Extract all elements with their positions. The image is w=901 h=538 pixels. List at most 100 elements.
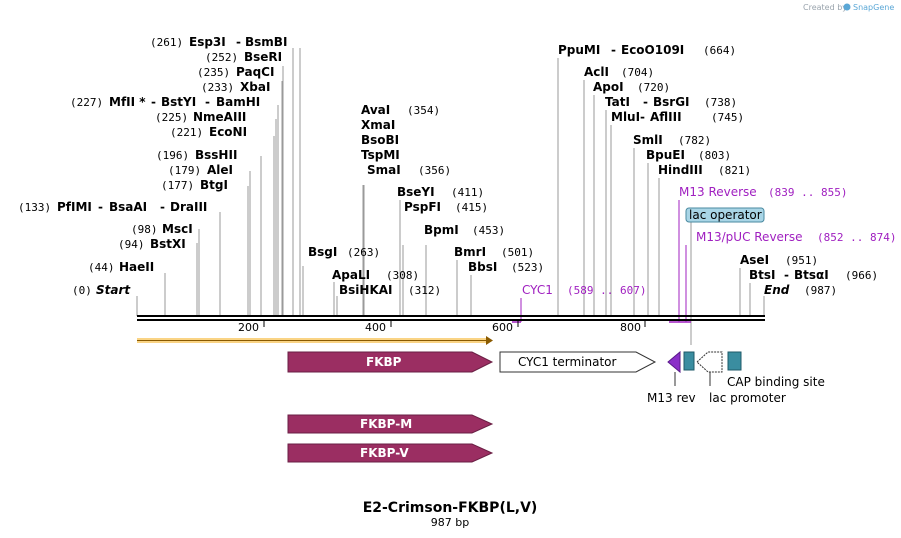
enzyme-pos: (523)	[511, 261, 544, 274]
enzyme-pos: (803)	[698, 149, 731, 162]
enzyme-label: EcoO109I	[621, 43, 684, 57]
enzyme-label: PfIMI	[57, 200, 92, 214]
feature-label: FKBP-V	[360, 446, 409, 460]
tick-label: 400	[365, 321, 386, 334]
enzyme-label: BtsI	[749, 268, 776, 282]
feature-m13-rev: M13 rev	[647, 350, 696, 405]
primer-name: M13 Reverse	[679, 185, 757, 199]
enzyme-pos: (0)	[72, 284, 92, 297]
primer-range: (852 .. 874)	[817, 231, 896, 244]
enzyme-label: AflIII	[650, 110, 682, 124]
enzyme-label: BsoBI	[361, 133, 399, 147]
enzyme-sep: -	[98, 200, 103, 214]
enzyme-pos: (738)	[704, 96, 737, 109]
enzyme-pos: (453)	[472, 224, 505, 237]
start-label: Start	[96, 283, 131, 297]
enzyme-sep: -	[611, 43, 616, 57]
sequence-length: 987 bp	[431, 516, 469, 529]
feature-label: M13 rev	[647, 391, 696, 405]
enzyme-pos: (411)	[451, 186, 484, 199]
enzyme-label: BstYI	[161, 95, 196, 109]
enzyme-pos: (501)	[501, 246, 534, 259]
enzyme-label: PpuMI	[558, 43, 600, 57]
enzyme-pos: (987)	[804, 284, 837, 297]
enzyme-label: BmrI	[454, 245, 486, 259]
enzyme-label: HaeII	[119, 260, 154, 274]
enzyme-label: BbsI	[468, 260, 497, 274]
end-label: End	[764, 283, 790, 297]
feature-label: FKBP-M	[360, 417, 412, 431]
enzyme-pos: (44)	[88, 261, 115, 274]
enzyme-label: BpmI	[424, 223, 459, 237]
enzyme-labels-left: (261) Esp3I - BsmBI (252) BseRI (235) Pa…	[18, 35, 287, 297]
enzyme-pos: (664)	[703, 44, 736, 57]
credit-brand: SnapGene	[853, 3, 894, 12]
enzyme-pos: (415)	[455, 201, 488, 214]
enzyme-label: BpuEI	[646, 148, 685, 162]
orf-arrow	[137, 336, 493, 345]
enzyme-label: Esp3I	[189, 35, 226, 49]
enzyme-pos: (252)	[205, 51, 238, 64]
enzyme-pos: (782)	[678, 134, 711, 147]
enzyme-label: BsrGI	[653, 95, 690, 109]
enzyme-pos: (196)	[156, 149, 189, 162]
lac-operator-label: lac operator	[689, 208, 762, 222]
enzyme-label: BsiHKAI	[339, 283, 393, 297]
enzyme-label: MscI	[162, 222, 193, 236]
enzyme-sep: -	[151, 95, 156, 109]
feature-label: FKBP	[366, 355, 402, 369]
feature-fkbp-m: FKBP-M	[287, 414, 494, 434]
enzyme-label: AvaI	[361, 103, 390, 117]
primer-name: CYC1	[522, 283, 553, 297]
snapgene-logo-icon	[843, 3, 851, 11]
enzyme-label: AleI	[207, 163, 233, 177]
enzyme-label: PaqCI	[236, 65, 274, 79]
enzyme-pos: (98)	[131, 223, 158, 236]
enzyme-pos: (179)	[168, 164, 201, 177]
enzyme-pos: (745)	[711, 111, 744, 124]
enzyme-label: TspMI	[361, 148, 400, 162]
enzyme-label: BssHII	[195, 148, 237, 162]
primer-range: (589 .. 607)	[567, 284, 646, 297]
feature-cyc1-terminator: CYC1 terminator	[499, 351, 657, 373]
enzyme-label: HindIII	[658, 163, 703, 177]
enzyme-label: BseRI	[244, 50, 282, 64]
enzyme-label: NmeAIII	[193, 110, 246, 124]
enzyme-pos: (225)	[155, 111, 188, 124]
enzyme-pos: (821)	[718, 164, 751, 177]
enzyme-label: XbaI	[240, 80, 270, 94]
snapgene-credit: Created by SnapGene	[803, 3, 894, 12]
enzyme-label: ApoI	[593, 80, 624, 94]
enzyme-label: BsmBI	[245, 35, 287, 49]
feature-fkbp-v: FKBP-V	[287, 443, 494, 463]
enzyme-pos: (177)	[161, 179, 194, 192]
enzyme-pos: (227)	[70, 96, 103, 109]
enzyme-pos: (312)	[408, 284, 441, 297]
enzyme-label: ApaLI	[332, 268, 370, 282]
enzyme-pos: (263)	[347, 246, 380, 259]
enzyme-labels-middle: BsgI (263) ApaLI (308) BsiHKAI (312) Ava…	[308, 103, 544, 297]
enzyme-label: BstXI	[150, 237, 186, 251]
enzyme-label: MfII *	[109, 95, 146, 109]
enzyme-pos: (966)	[845, 269, 878, 282]
enzyme-pos: (94)	[118, 238, 145, 251]
enzyme-label: BtgI	[200, 178, 228, 192]
credit-prefix: Created by	[803, 3, 847, 12]
enzyme-label: BamHI	[216, 95, 260, 109]
enzyme-labels-right: PpuMI - EcoO109I (664) AclI (704) ApoI (…	[558, 43, 878, 297]
enzyme-pos: (235)	[197, 66, 230, 79]
enzyme-label: BtsαI	[794, 268, 829, 282]
primer-labels: CYC1 (589 .. 607) M13 Reverse (839 .. 85…	[512, 185, 896, 323]
enzyme-label: MluI	[611, 110, 640, 124]
feature-label: CAP binding site	[727, 375, 825, 389]
enzyme-pos: (221)	[170, 126, 203, 139]
enzyme-label: AseI	[740, 253, 769, 267]
enzyme-label: AclI	[584, 65, 609, 79]
tick-label: 800	[620, 321, 641, 334]
enzyme-sep: -	[643, 95, 648, 109]
enzyme-pos: (233)	[201, 81, 234, 94]
feature-lac-promoter: lac promoter	[696, 351, 786, 405]
enzyme-site-lines	[136, 48, 765, 345]
enzyme-pos: (356)	[418, 164, 451, 177]
